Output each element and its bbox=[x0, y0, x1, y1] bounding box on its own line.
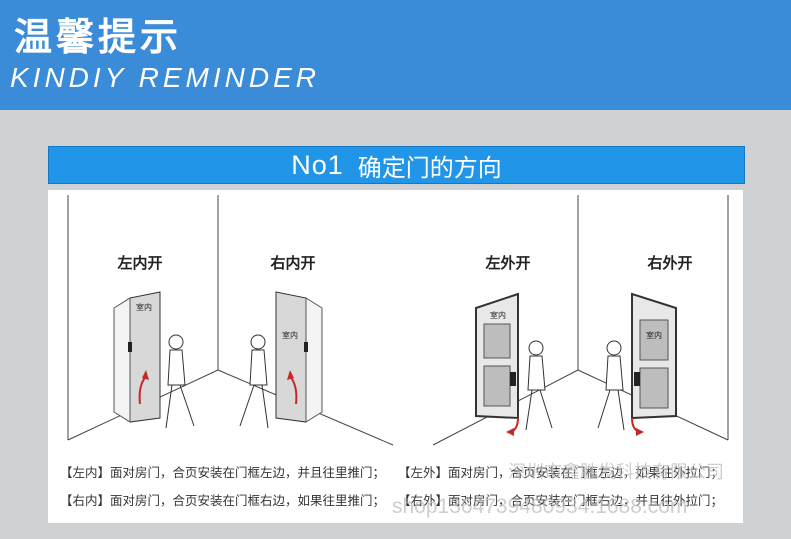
person-figure bbox=[525, 340, 553, 431]
note-right-outward: 【右外】面对房门，合页安装在门框右边，并且往外拉门； bbox=[398, 493, 724, 508]
section-title: 确定门的方向 bbox=[357, 153, 502, 182]
header-bar: 温馨提示 KINDIY REMINDER bbox=[0, 0, 791, 110]
person-figure bbox=[165, 334, 195, 429]
door-right-inward: 室内 bbox=[239, 291, 323, 429]
section-banner: No1 确定门的方向 bbox=[48, 146, 745, 184]
section-number: No1 bbox=[291, 149, 344, 180]
room-tag: 室内 bbox=[646, 330, 662, 340]
door-label-left-outward: 左外开 bbox=[484, 254, 530, 272]
room-tag: 室内 bbox=[282, 330, 298, 340]
door-label-right-outward: 右外开 bbox=[647, 254, 692, 272]
note-left-inward: 【左内】面对房门，合页安装在门框左边，并且往里推门； bbox=[60, 465, 386, 480]
door-right-outward: 室内 bbox=[597, 292, 677, 436]
door-left-outward: 室内 bbox=[475, 292, 553, 436]
note-right-inward: 【右内】面对房门，合页安装在门框右边，如果往里推门； bbox=[60, 493, 386, 508]
person-figure bbox=[239, 334, 269, 429]
door-label-right-inward: 右内开 bbox=[270, 254, 315, 272]
room-tag: 室内 bbox=[136, 302, 152, 312]
door-label-left-inward: 左内开 bbox=[116, 254, 162, 272]
door-diagram-panel: 左内开 右内开 左外开 右外开 室内 室内 bbox=[48, 190, 743, 523]
note-left-outward: 【左外】面对房门，合页安装在门框左边，如果往外拉门； bbox=[398, 465, 724, 480]
door-illustrations: 左内开 右内开 左外开 右外开 室内 室内 bbox=[67, 195, 729, 446]
person-figure bbox=[597, 340, 625, 431]
watermark-shop: shop1364739480934.1688.com bbox=[392, 495, 688, 518]
door-left-inward: 室内 bbox=[113, 291, 195, 429]
header-title: 温馨提示 bbox=[14, 15, 183, 59]
header-subtitle: KINDIY REMINDER bbox=[10, 62, 320, 93]
watermark-company: 深圳市鑫胜发科技有限公司 bbox=[508, 462, 724, 483]
room-tag: 室内 bbox=[490, 310, 506, 320]
